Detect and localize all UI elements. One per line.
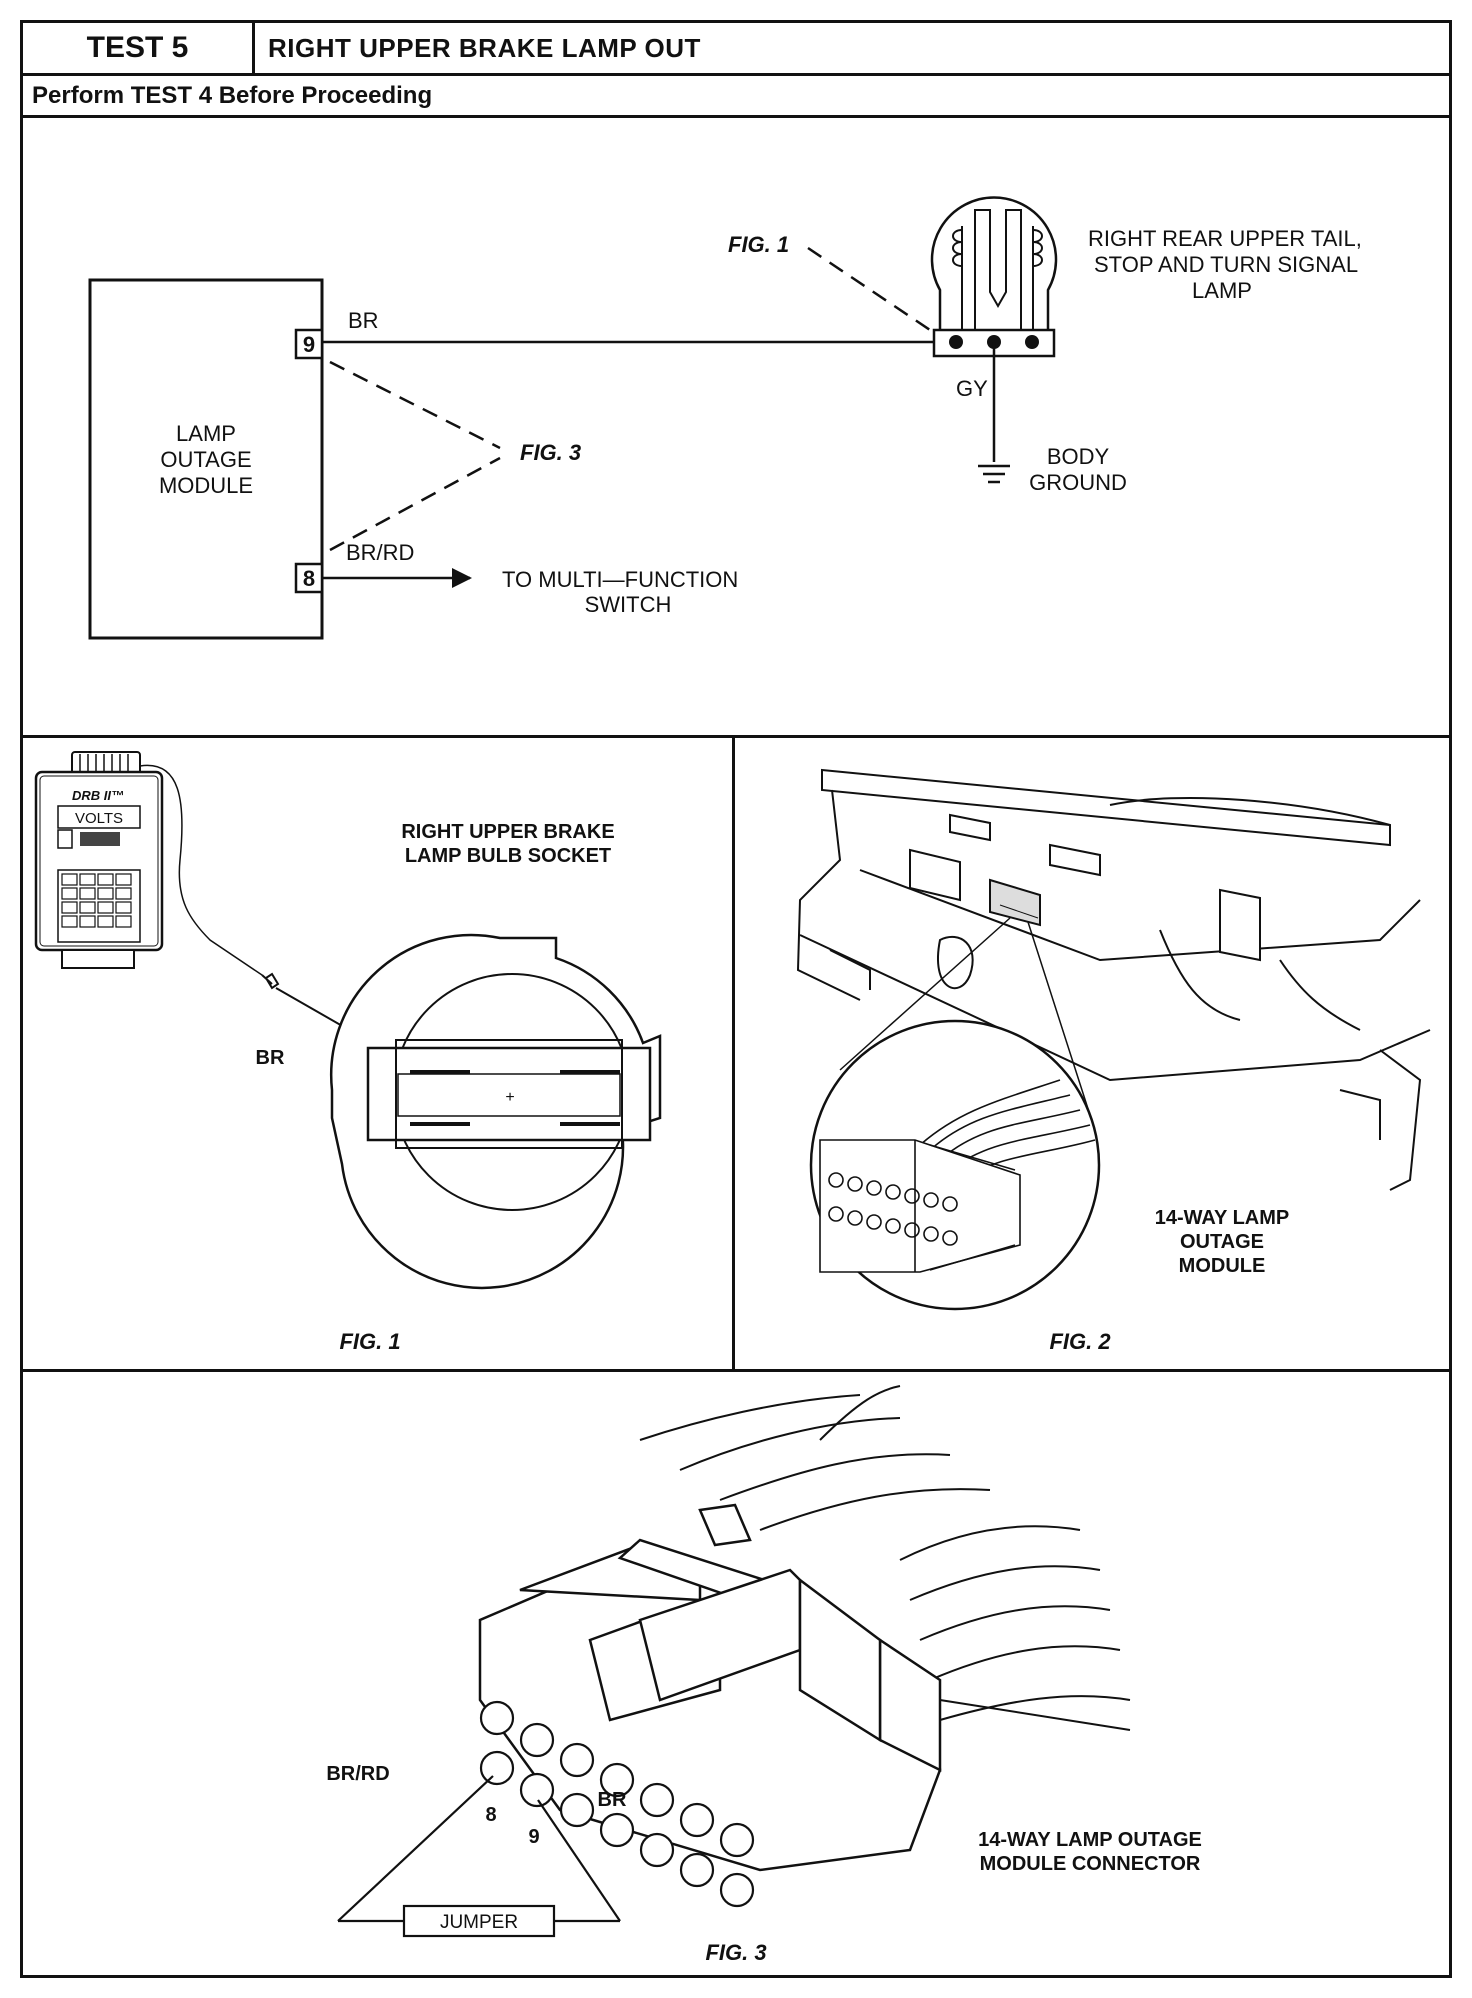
fig3-br-rd-label: BR/RD bbox=[326, 1763, 389, 1785]
fig2-panel: 14-WAY LAMP OUTAGE MODULE FIG. 2 bbox=[796, 768, 1431, 1354]
page-frame bbox=[20, 20, 1452, 1978]
meter-brand: DRB II™ bbox=[72, 788, 124, 803]
br-wire-label: BR bbox=[348, 308, 379, 333]
prerequisite-note: Perform TEST 4 Before Proceeding bbox=[32, 82, 433, 109]
fig3-label-line2: MODULE CONNECTOR bbox=[980, 1853, 1201, 1875]
fig1-br-label: BR bbox=[256, 1047, 285, 1069]
ground-symbol bbox=[978, 464, 1010, 484]
jumper-label: JUMPER bbox=[440, 1912, 518, 1933]
pin-9-label: 9 bbox=[303, 332, 315, 357]
module-label-line1: LAMP bbox=[176, 421, 236, 446]
lamp-outage-module-box bbox=[88, 278, 324, 640]
fig3-pin-8-label: 8 bbox=[485, 1804, 496, 1826]
jumper-wire bbox=[337, 1775, 621, 1938]
fig2-caption: FIG. 2 bbox=[1049, 1329, 1111, 1354]
test-title: RIGHT UPPER BRAKE LAMP OUT bbox=[268, 32, 701, 63]
module-label-line2: OUTAGE bbox=[160, 447, 251, 472]
dashboard-structure bbox=[796, 768, 1431, 1191]
subtitle-divider bbox=[23, 115, 1449, 118]
pin-9-box bbox=[294, 328, 324, 360]
module-label-line3: MODULE bbox=[159, 473, 253, 498]
fig3-pin-9-label: 9 bbox=[528, 1826, 539, 1848]
fig3-br-label: BR bbox=[598, 1789, 627, 1811]
fig1-leader bbox=[807, 246, 937, 336]
bulb-socket: + bbox=[330, 933, 662, 1290]
fig3-panel: 8 9 JUMPER BR/RD BR 14-WAY LAMP OUTAGE M… bbox=[326, 1385, 1202, 1965]
ground-label-line1: BODY bbox=[1047, 444, 1110, 469]
tail-lamp-bulb bbox=[930, 196, 1058, 358]
schematic: LAMP OUTAGE MODULE 9 8 BR BR/RD TO MULTI… bbox=[88, 196, 1362, 640]
fig2-label-line2: OUTAGE bbox=[1180, 1231, 1264, 1253]
fig3-divider bbox=[23, 1369, 1449, 1372]
lamp-label-line1: RIGHT REAR UPPER TAIL, bbox=[1088, 226, 1362, 251]
test-lead-wire bbox=[139, 764, 263, 976]
connector-wires bbox=[639, 1385, 1131, 1731]
drb-scan-tool bbox=[34, 751, 164, 969]
lamp-label-line2: STOP AND TURN SIGNAL bbox=[1094, 252, 1358, 277]
br-rd-wire-label: BR/RD bbox=[346, 540, 414, 565]
test-number: TEST 5 bbox=[23, 23, 255, 73]
pin-8-label: 8 bbox=[303, 566, 315, 591]
socket-label-line1: RIGHT UPPER BRAKE bbox=[401, 821, 614, 843]
schematic-divider bbox=[23, 735, 1449, 738]
fig3-leader-lower bbox=[329, 456, 501, 552]
fig2-connector bbox=[819, 1079, 1096, 1273]
gy-wire-label: GY bbox=[956, 376, 988, 401]
switch-label-line2: SWITCH bbox=[585, 592, 672, 617]
connector-body bbox=[478, 1503, 942, 1872]
ground-label-line2: GROUND bbox=[1029, 470, 1127, 495]
svg-text:+: + bbox=[505, 1089, 514, 1106]
fig2-label-line3: MODULE bbox=[1179, 1255, 1266, 1277]
fig3-reference: FIG. 3 bbox=[520, 440, 581, 465]
figure-column-divider bbox=[732, 735, 735, 1371]
fig3-label-line1: 14-WAY LAMP OUTAGE bbox=[978, 1829, 1202, 1851]
socket-label-line2: LAMP BULB SOCKET bbox=[405, 845, 611, 867]
magnifier-leader-left bbox=[839, 917, 1011, 1071]
fig1-reference: FIG. 1 bbox=[728, 232, 789, 257]
connector-pin-cavities bbox=[479, 1700, 755, 1908]
meter-display: VOLTS bbox=[75, 810, 123, 827]
fig3-leader-upper bbox=[329, 360, 501, 450]
fig1-panel: DRB II™ VOLTS BR RIGHT UPPER BRAKE LAMP … bbox=[34, 751, 662, 1354]
lamp-label-line3: LAMP bbox=[1192, 278, 1252, 303]
magnifier-leader-right bbox=[1027, 921, 1091, 1116]
switch-label-line1: TO MULTI—FUNCTION bbox=[502, 567, 738, 592]
fig3-caption: FIG. 3 bbox=[705, 1940, 766, 1965]
fig1-caption: FIG. 1 bbox=[339, 1329, 400, 1354]
fig2-label-line1: 14-WAY LAMP bbox=[1155, 1207, 1289, 1229]
header-divider bbox=[23, 73, 1449, 76]
